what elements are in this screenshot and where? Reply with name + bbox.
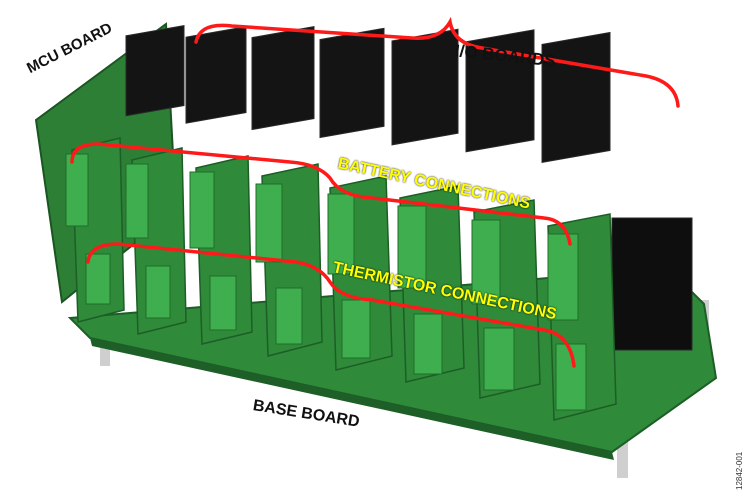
io-boards-bracket [194,16,680,108]
battery-connectors [65,153,579,321]
base-board-edge [90,338,614,460]
battery-connections-bracket [70,142,572,246]
figure-id: 12842-001 [735,451,744,490]
heatsinks [125,24,693,351]
thermistor-connectors [85,253,587,411]
thermistor-connections-bracket [86,242,576,368]
annotation-brackets [70,16,680,368]
standoff [617,440,628,478]
